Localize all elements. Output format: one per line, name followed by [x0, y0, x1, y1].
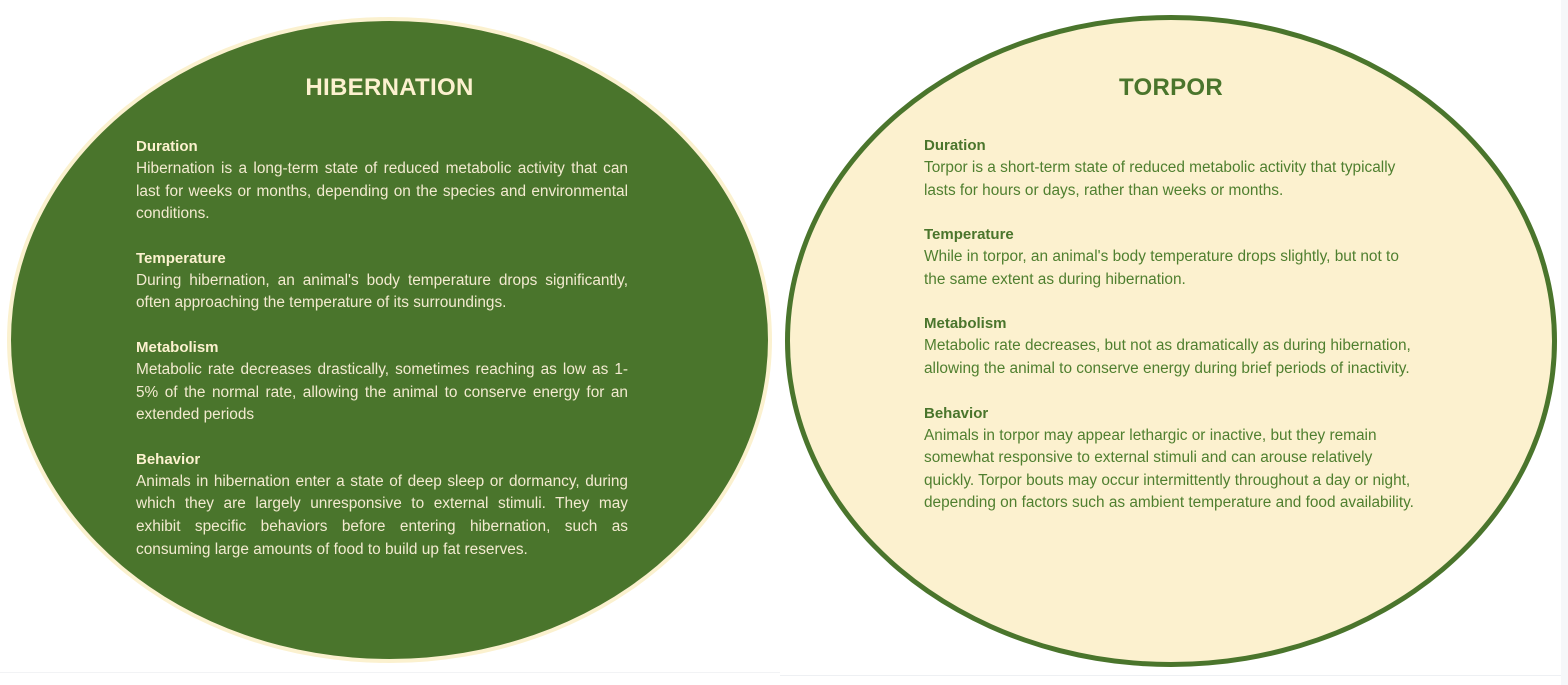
section-heading: Temperature	[136, 249, 226, 267]
hibernation-ellipse	[7, 17, 772, 663]
torpor-metabolism-section: Metabolism Metabolic rate decreases, but…	[924, 313, 1414, 380]
section-text: During hibernation, an animal's body tem…	[136, 271, 628, 312]
section-text: Metabolic rate decreases drastically, so…	[136, 360, 628, 424]
section-text: Metabolic rate decreases, but not as dra…	[924, 337, 1411, 377]
hibernation-content: Duration Hibernation is a long-term stat…	[136, 136, 628, 583]
section-heading: Metabolism	[136, 338, 219, 356]
torpor-content: Duration Torpor is a short-term state of…	[924, 135, 1414, 537]
hibernation-title: HIBERNATION	[305, 74, 474, 101]
torpor-ellipse	[785, 15, 1557, 667]
section-text: Torpor is a short-term state of reduced …	[924, 159, 1396, 199]
section-text: Hibernation is a long-term state of redu…	[136, 160, 628, 223]
torpor-title: TORPOR	[1118, 74, 1224, 101]
section-heading: Duration	[924, 137, 986, 154]
hibernation-metabolism-section: Metabolism Metabolic rate decreases dras…	[136, 337, 628, 427]
hibernation-duration-section: Duration Hibernation is a long-term stat…	[136, 136, 628, 226]
section-heading: Temperature	[924, 226, 1014, 244]
section-text: Animals in hibernation enter a state of …	[136, 472, 628, 558]
scrollbar-track	[1561, 0, 1568, 685]
hibernation-behavior-section: Behavior Animals in hibernation enter a …	[136, 449, 628, 561]
torpor-temperature-section: Temperature While in torpor, an animal's…	[924, 224, 1414, 291]
section-heading: Behavior	[924, 404, 989, 422]
section-heading: Behavior	[136, 450, 201, 468]
section-heading: Duration	[136, 138, 198, 155]
torpor-duration-section: Duration Torpor is a short-term state of…	[924, 135, 1414, 202]
hibernation-temperature-section: Temperature During hibernation, an anima…	[136, 248, 628, 315]
torpor-behavior-section: Behavior Animals in torpor may appear le…	[924, 403, 1414, 515]
section-text: Animals in torpor may appear lethargic o…	[924, 426, 1414, 512]
section-heading: Metabolism	[924, 315, 1007, 333]
section-text: While in torpor, an animal's body temper…	[924, 248, 1399, 288]
